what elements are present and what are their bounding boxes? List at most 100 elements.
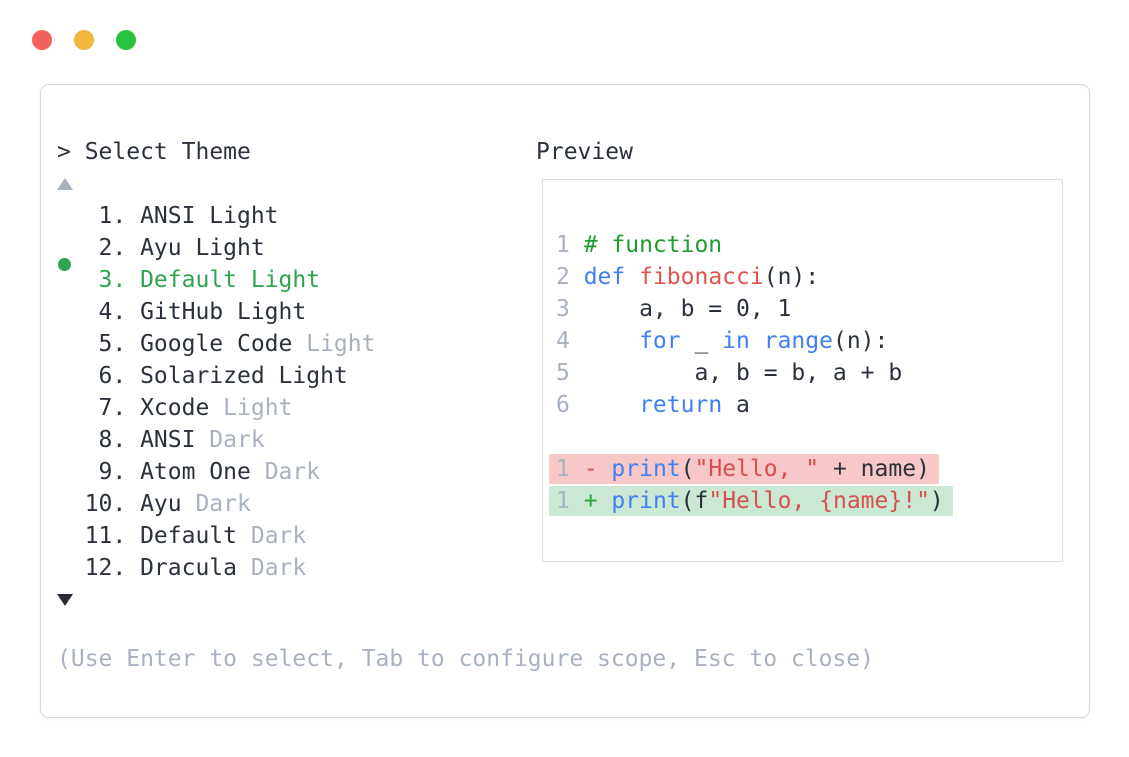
theme-item-4[interactable]: 4.GitHub Light: [57, 296, 375, 328]
code-token: [598, 488, 612, 514]
close-button[interactable]: [32, 30, 52, 50]
code-token: (n):: [832, 328, 889, 354]
code-token: # function: [583, 232, 723, 258]
theme-item-12[interactable]: 12.Dracula Dark: [57, 552, 375, 584]
code-token: +: [583, 488, 598, 514]
theme-item-name: Ayu: [140, 491, 182, 517]
theme-item-name: ANSI Light: [140, 203, 279, 229]
theme-item-3[interactable]: 3. Default Light: [57, 257, 375, 296]
code-token: (: [680, 456, 695, 482]
code-token: -: [583, 456, 598, 482]
code-token: ): [929, 488, 944, 514]
theme-item-8[interactable]: 8.ANSI Dark: [57, 424, 375, 456]
code-token: [598, 456, 612, 482]
theme-item-suffix: Light: [292, 331, 376, 357]
theme-item-name: ANSI: [140, 427, 196, 453]
theme-item-name: Xcode: [140, 395, 210, 421]
line-number: 2: [556, 264, 570, 290]
theme-item-number: 2.: [98, 235, 127, 261]
code-token: range: [763, 328, 833, 354]
theme-item-name: Dracula: [140, 555, 237, 581]
code-token: (n):: [763, 264, 820, 290]
code-line: 2 def fibonacci(n):: [556, 261, 1062, 293]
code-token: a, b = 0, 1: [583, 296, 792, 322]
theme-item-number: 8.: [98, 427, 127, 453]
diff-highlight-removed: 1- print("Hello, " + name): [549, 454, 939, 484]
theme-item-suffix: Dark: [250, 459, 321, 485]
theme-item-11[interactable]: 11. Default Dark: [57, 520, 375, 552]
theme-item-10[interactable]: 10. Ayu Dark: [57, 488, 375, 520]
code-token: _: [680, 328, 723, 354]
theme-item-7[interactable]: 7. Xcode Light: [57, 392, 375, 424]
preview-label: Preview: [536, 139, 633, 165]
window-controls: [32, 30, 136, 50]
help-text: (Use Enter to select, Tab to configure s…: [57, 646, 874, 672]
scroll-down-icon: [57, 594, 73, 606]
theme-item-number: 12.: [84, 555, 127, 581]
theme-item-name: Solarized Light: [140, 363, 348, 389]
line-number: 1: [556, 456, 570, 482]
code-token: "Hello, {name}!": [708, 488, 930, 514]
theme-item-name: Default: [140, 523, 237, 549]
theme-item-name: Ayu Light: [140, 235, 265, 261]
theme-item-2[interactable]: 2. Ayu Light: [57, 232, 375, 264]
line-number: 1: [556, 488, 570, 514]
select-theme-prompt: > Select Theme: [57, 139, 251, 165]
theme-item-6[interactable]: 6. Solarized Light: [57, 360, 375, 392]
code-line: 5 a, b = b, a + b: [556, 357, 1062, 389]
theme-item-number: 9.: [98, 459, 127, 485]
line-number: 1: [556, 232, 570, 258]
theme-item-name: Google Code: [140, 331, 293, 357]
blank-line: [556, 421, 1062, 453]
code-token: a: [722, 392, 750, 418]
line-number: 6: [556, 392, 570, 418]
diff-block: 1- print("Hello, " + name)1+ print(f"Hel…: [549, 453, 1062, 517]
code-token: return: [639, 392, 723, 418]
code-token: fibonacci: [639, 264, 764, 290]
theme-item-number: 3.: [98, 267, 127, 293]
code-token: print: [611, 456, 681, 482]
code-token: [750, 328, 764, 354]
scroll-down[interactable]: [57, 584, 375, 616]
theme-item-number: 7.: [98, 395, 127, 421]
theme-item-name: GitHub Light: [140, 299, 307, 325]
code-token: [584, 392, 639, 418]
theme-item-9[interactable]: 9. Atom One Dark: [57, 456, 375, 488]
theme-item-suffix: Dark: [181, 491, 251, 517]
code-token: + name): [819, 456, 930, 482]
theme-item-number: 5.: [98, 331, 127, 357]
theme-item-5[interactable]: 5. Google Code Light: [57, 328, 376, 360]
theme-item-number: 10.: [84, 491, 127, 517]
code-token: print: [611, 488, 681, 514]
code-token: "Hello, ": [694, 456, 820, 482]
code-token: def: [583, 264, 626, 290]
theme-item-suffix: Light: [209, 395, 293, 421]
diff-line-added: 1 + print(f"Hello, {name}!"): [549, 485, 1062, 517]
theme-item-number: 1.: [98, 203, 127, 229]
code-line: 6 return a: [556, 389, 1062, 421]
theme-item-suffix: Dark: [237, 523, 307, 549]
theme-item-number: 11.: [84, 523, 127, 549]
code-token: [625, 264, 639, 290]
minimize-button[interactable]: [74, 30, 94, 50]
scroll-up[interactable]: [57, 168, 375, 200]
code-token: [584, 328, 639, 354]
maximize-button[interactable]: [116, 30, 136, 50]
theme-item-number: 6.: [98, 363, 127, 389]
diff-line-removed: 1- print("Hello, " + name): [549, 453, 1062, 485]
diff-highlight-added: 1 + print(f"Hello, {name}!"): [549, 486, 953, 516]
theme-item-1[interactable]: 1. ANSI Light: [57, 200, 375, 232]
theme-item-name: Atom One: [140, 459, 251, 485]
code-token: (f: [680, 488, 709, 514]
scroll-up-icon: [57, 178, 73, 190]
code-line: 1 # function: [556, 229, 1062, 261]
code-token: for: [639, 328, 681, 354]
code-token: in: [722, 328, 750, 354]
code-line: 3 a, b = 0, 1: [556, 293, 1062, 325]
line-number: 4: [556, 328, 570, 354]
theme-item-name: Default Light: [140, 267, 321, 293]
